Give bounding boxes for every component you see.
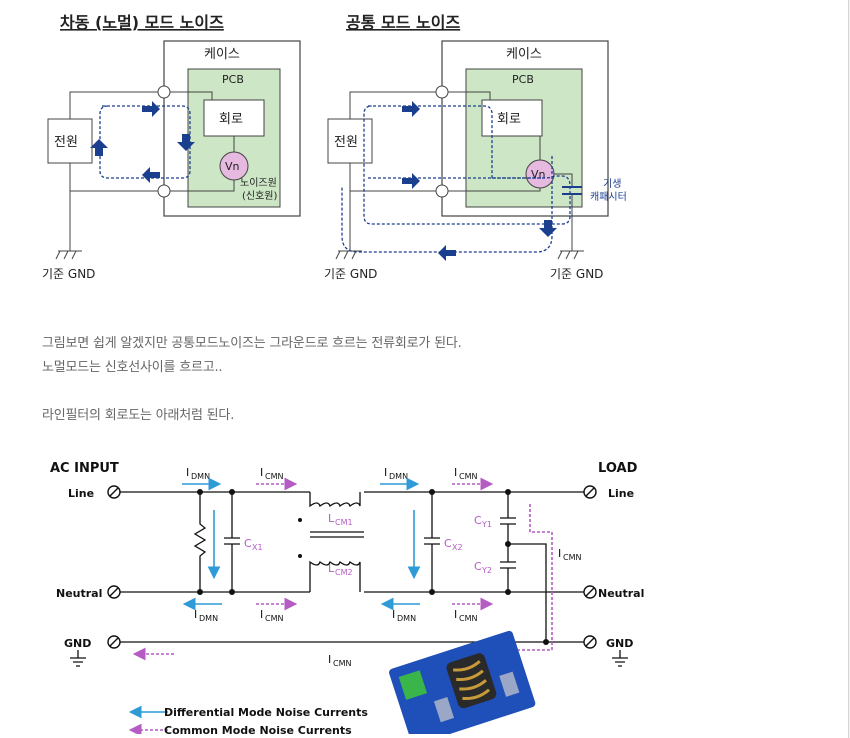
vn-label-right: Vn: [531, 168, 546, 181]
noise-source-sub-label: (신호원): [242, 190, 278, 202]
pcb-label-right: PCB: [512, 73, 534, 86]
paragraph-line-1: 그림보면 쉽게 알겠지만 공통모드노이즈는 그라운드로 흐르는 전류회로가 된다…: [42, 336, 462, 351]
ac-input-label: AC INPUT: [50, 461, 119, 476]
svg-text:C: C: [474, 514, 482, 527]
svg-text:I: I: [194, 608, 197, 621]
ground-icon: [55, 250, 82, 260]
icmn-label-1: CMN: [265, 472, 283, 481]
svg-text:I: I: [392, 608, 395, 621]
icmn-label-3: CMN: [265, 614, 283, 623]
right-diagram: 케이스 PCB 회로 Vn 전원 기생: [324, 40, 627, 281]
cy1-label: Y1: [481, 520, 492, 529]
ground-label-right: 기준 GND: [550, 267, 603, 281]
gnd-label-right: GND: [606, 637, 633, 650]
left-diagram: 케이스 PCB 회로 Vn 노이즈원 (신호원) 전원: [42, 40, 301, 281]
line-filter-board-photo: [389, 630, 536, 734]
left-diagram-title: 차동 (노멀) 모드 노이즈: [60, 13, 224, 32]
noise-source-label: 노이즈원: [240, 177, 277, 189]
icmn-label-6: CMN: [333, 659, 351, 668]
svg-text:L: L: [328, 512, 335, 525]
lcm1-label: CM1: [335, 518, 353, 527]
line-filter-schematic: AC INPUT LOAD Line Neutral GND Line Neut…: [42, 444, 652, 734]
ground-label: 기준 GND: [42, 267, 95, 281]
legend-differential: Differential Mode Noise Currents: [164, 706, 368, 719]
right-diagram-title: 공통 모드 노이즈: [346, 13, 460, 32]
svg-text:L: L: [328, 562, 335, 575]
svg-text:I: I: [454, 466, 457, 479]
power-label-right: 전원: [334, 135, 358, 150]
icmn-label-5: CMN: [563, 553, 581, 562]
paragraph-line-2: 노멀모드는 신호선사이를 흐르고..: [42, 360, 223, 375]
noise-mode-diagram: 차동 (노멀) 모드 노이즈 공통 모드 노이즈 케이스 PCB 회로 Vn 노…: [42, 6, 636, 288]
line-label-right: Line: [608, 487, 634, 500]
load-label: LOAD: [598, 461, 638, 476]
idmn-label-4: DMN: [397, 614, 416, 623]
svg-text:I: I: [186, 466, 189, 479]
circuit-label-right: 회로: [497, 112, 521, 127]
parasitic-sub-label: 캐패시터: [590, 191, 627, 203]
icmn-label-4: CMN: [459, 614, 477, 623]
ground-label-left: 기준 GND: [324, 267, 377, 281]
case-label-right: 케이스: [506, 47, 542, 62]
case-label: 케이스: [204, 47, 240, 62]
svg-text:I: I: [454, 608, 457, 621]
legend-common: Common Mode Noise Currents: [164, 724, 352, 734]
icmn-label-2: CMN: [459, 472, 477, 481]
idmn-label-1: DMN: [191, 472, 210, 481]
svg-text:I: I: [328, 653, 331, 666]
gnd-label-left: GND: [64, 637, 91, 650]
svg-text:I: I: [558, 547, 561, 560]
lcm2-label: CM2: [335, 568, 353, 577]
neutral-label-left: Neutral: [56, 587, 102, 600]
power-label: 전원: [54, 135, 78, 150]
line-label-left: Line: [68, 487, 94, 500]
vn-label: Vn: [225, 160, 240, 173]
svg-text:I: I: [384, 466, 387, 479]
svg-text:C: C: [444, 537, 452, 550]
svg-text:I: I: [260, 466, 263, 479]
cy2-label: Y2: [481, 566, 492, 575]
svg-text:C: C: [474, 560, 482, 573]
neutral-label-right: Neutral: [598, 587, 644, 600]
paragraph-line-3: 라인필터의 회로도는 아래처럼 된다.: [42, 408, 235, 423]
cx2-label: X2: [452, 543, 463, 552]
circuit-label: 회로: [219, 112, 243, 127]
svg-text:I: I: [260, 608, 263, 621]
idmn-label-3: DMN: [199, 614, 218, 623]
pcb-label: PCB: [222, 73, 244, 86]
cx1-label: X1: [252, 543, 263, 552]
svg-text:C: C: [244, 537, 252, 550]
idmn-label-2: DMN: [389, 472, 408, 481]
parasitic-label: 기생: [603, 178, 621, 190]
